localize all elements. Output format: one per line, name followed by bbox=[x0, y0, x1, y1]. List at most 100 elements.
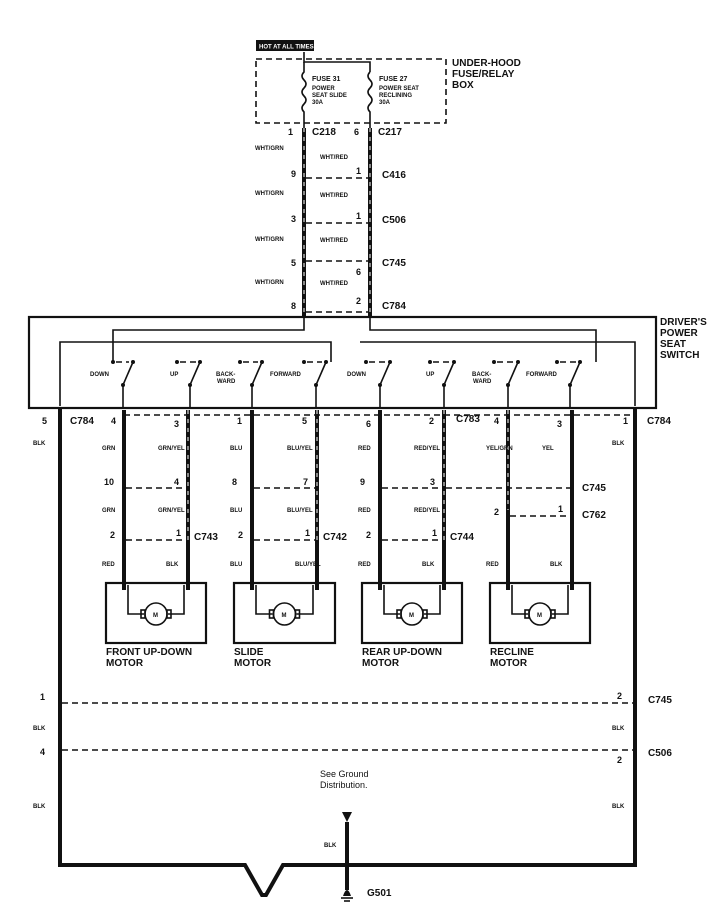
svg-text:WHT/GRN: WHT/GRN bbox=[255, 146, 284, 152]
fuse-31-desc-1: POWER bbox=[312, 86, 335, 92]
fuse-27-desc-3: 30A bbox=[379, 100, 391, 106]
motor-leads bbox=[255, 585, 314, 615]
svg-text:UP: UP bbox=[426, 372, 434, 378]
svg-text:1: 1 bbox=[237, 416, 242, 426]
motor-housing bbox=[360, 581, 464, 645]
motor-name: MOTOR bbox=[362, 658, 400, 669]
switch-contact-fixed bbox=[492, 360, 496, 364]
svg-text:WARD: WARD bbox=[217, 379, 236, 385]
wire-color-label: BLU/YEL bbox=[295, 562, 321, 568]
ground-loop-wire bbox=[58, 408, 637, 897]
c506-label-top: C506 bbox=[382, 215, 406, 226]
wire-color-label: BLU bbox=[230, 508, 242, 514]
svg-text:2: 2 bbox=[617, 691, 622, 701]
c218-pin: 1 bbox=[288, 127, 293, 137]
wire-color-label: BLU/YEL bbox=[287, 446, 313, 452]
motor-housing bbox=[104, 581, 208, 645]
motor-name: MOTOR bbox=[490, 658, 528, 669]
svg-text:BLK: BLK bbox=[324, 843, 337, 849]
wire-color-label: YEL/GRN bbox=[486, 446, 513, 452]
switch-blade bbox=[189, 361, 201, 386]
switch-contact-fixed bbox=[175, 360, 179, 364]
connector-pin: 10 bbox=[104, 477, 114, 487]
wire-color-label: RED bbox=[358, 508, 371, 514]
svg-text:2: 2 bbox=[356, 296, 361, 306]
lower-connector-label: C744 bbox=[450, 532, 474, 543]
hot-at-all-times-banner bbox=[256, 40, 314, 51]
ground-note-1: See Ground bbox=[320, 769, 369, 779]
switch-contact-fixed bbox=[302, 360, 306, 364]
switch-internal-buses bbox=[59, 317, 636, 406]
c217-label: C217 bbox=[378, 127, 402, 138]
switch-blade bbox=[569, 361, 581, 386]
switch-blade bbox=[443, 361, 455, 386]
svg-text:C784: C784 bbox=[70, 416, 94, 427]
svg-text:5: 5 bbox=[291, 258, 296, 268]
motor-symbol: M bbox=[537, 613, 542, 619]
svg-text:BLK: BLK bbox=[33, 804, 46, 810]
feed-wire-labels: WHT/GRN WHT/RED WHT/GRN WHT/RED WHT/GRN … bbox=[255, 146, 349, 287]
wire-color-label: GRN/YEL bbox=[158, 508, 185, 514]
wire-color-label: RED bbox=[486, 562, 499, 568]
wire-color-label: RED bbox=[358, 562, 371, 568]
motor-name: SLIDE bbox=[234, 647, 264, 658]
fuse-31-name: FUSE 31 bbox=[312, 76, 341, 83]
connector-pin: 9 bbox=[360, 477, 365, 487]
motor-name: REAR UP-DOWN bbox=[362, 647, 442, 658]
svg-text:1: 1 bbox=[623, 416, 628, 426]
motor-leads bbox=[511, 585, 569, 615]
svg-text:5: 5 bbox=[302, 416, 307, 426]
wire-color-label: BLU/YEL bbox=[287, 508, 313, 514]
svg-text:WHT/RED: WHT/RED bbox=[320, 155, 349, 161]
c745-label-top: C745 bbox=[382, 258, 406, 269]
switch-contact-fixed bbox=[364, 360, 368, 364]
switch-position-labels: DOWN UP BACK- WARD FORWARD DOWN UP BACK-… bbox=[90, 372, 558, 385]
connector-pin: 8 bbox=[232, 477, 237, 487]
svg-text:C784: C784 bbox=[647, 416, 671, 427]
motor-symbol: M bbox=[282, 613, 287, 619]
fuse-box-label-1: UNDER-HOOD bbox=[452, 58, 521, 69]
fuse-box-label-3: BOX bbox=[452, 80, 474, 91]
motor-name: FRONT UP-DOWN bbox=[106, 647, 192, 658]
motor-icon bbox=[272, 602, 297, 626]
svg-text:BLK: BLK bbox=[33, 726, 46, 732]
fuse-box-label-2: FUSE/RELAY bbox=[452, 69, 515, 80]
switch-blade bbox=[251, 361, 263, 386]
svg-text:2: 2 bbox=[617, 755, 622, 765]
switch-contact-fixed bbox=[428, 360, 432, 364]
svg-text:4: 4 bbox=[40, 747, 45, 757]
c745-label-bottom: C745 bbox=[648, 695, 672, 706]
svg-text:BLK: BLK bbox=[612, 726, 625, 732]
connector-pin: 1 bbox=[305, 528, 310, 538]
svg-text:4: 4 bbox=[111, 416, 116, 426]
connector-pin: 1 bbox=[432, 528, 437, 538]
motor-name: MOTOR bbox=[106, 658, 144, 669]
drivers-power-seat-switch bbox=[27, 315, 658, 410]
svg-text:UP: UP bbox=[170, 372, 178, 378]
svg-text:WHT/RED: WHT/RED bbox=[320, 193, 349, 199]
svg-text:DRIVER'S: DRIVER'S bbox=[660, 317, 707, 328]
fuse-27-name: FUSE 27 bbox=[379, 76, 408, 83]
fuse-27-desc-2: RECLINING bbox=[379, 93, 412, 99]
svg-text:FORWARD: FORWARD bbox=[270, 372, 302, 378]
wire-color-label: GRN bbox=[102, 508, 115, 514]
motor-icon bbox=[144, 602, 168, 626]
connector-pin: 2 bbox=[366, 530, 371, 540]
fuse-27-desc-1: POWER SEAT bbox=[379, 86, 419, 92]
motor-housing bbox=[232, 581, 337, 645]
c784-label-top: C784 bbox=[382, 301, 406, 312]
fuse-relay-box bbox=[255, 58, 447, 124]
svg-text:WHT/GRN: WHT/GRN bbox=[255, 191, 284, 197]
svg-text:BLK: BLK bbox=[612, 804, 625, 810]
wire-color-label: BLK bbox=[166, 562, 179, 568]
svg-text:WHT/RED: WHT/RED bbox=[320, 238, 349, 244]
switch-blade bbox=[507, 361, 519, 386]
connector-pin: 4 bbox=[174, 477, 179, 487]
switch-contact-fixed bbox=[111, 360, 115, 364]
fuse-31-desc-3: 30A bbox=[312, 100, 324, 106]
svg-text:BLK: BLK bbox=[612, 441, 625, 447]
svg-text:6: 6 bbox=[366, 419, 371, 429]
connector-pin: 7 bbox=[303, 477, 308, 487]
svg-text:4: 4 bbox=[494, 416, 499, 426]
